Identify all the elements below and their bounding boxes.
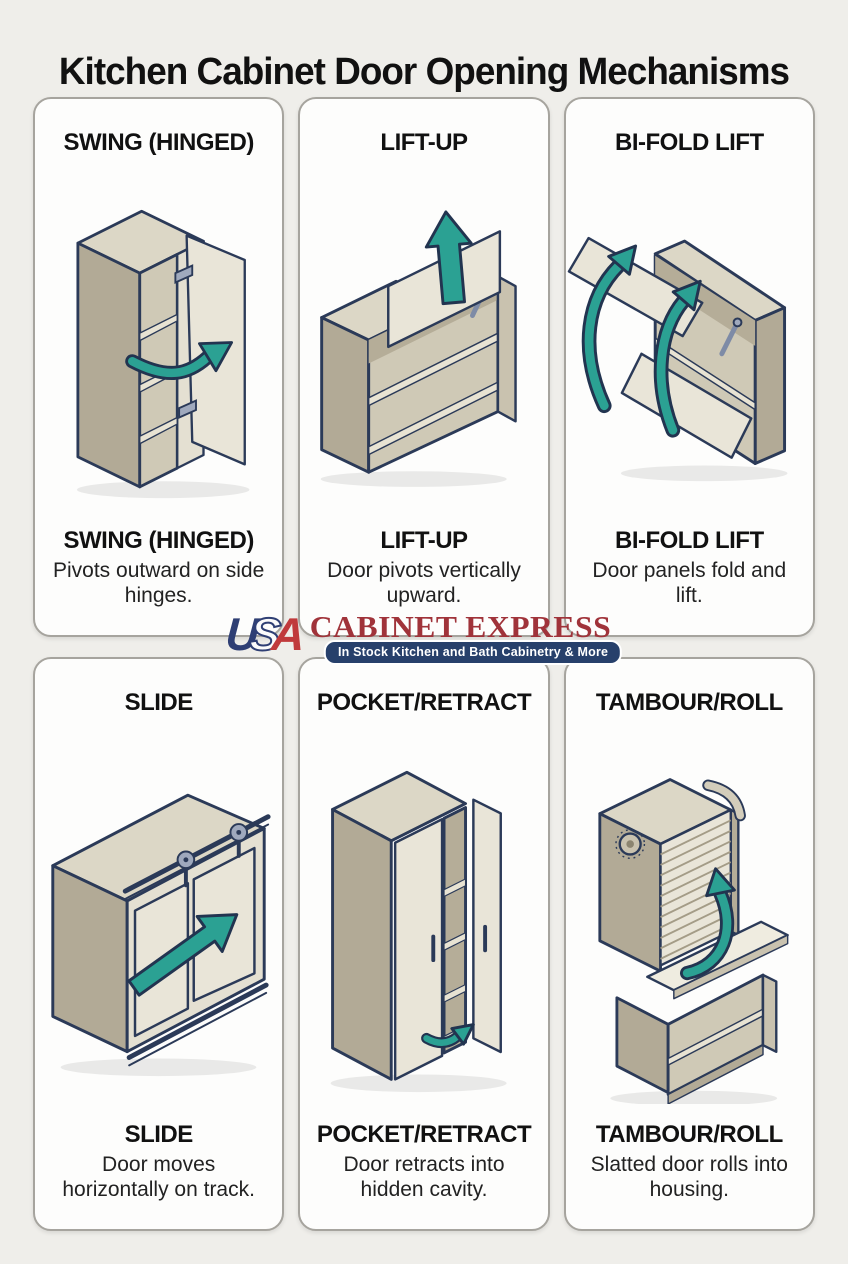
- panel-title: SWING (HINGED): [63, 527, 254, 555]
- swing-hinged-cabinet-illustration: [76, 209, 250, 498]
- panel-footer: SWING (HINGED) Pivots outward on side hi…: [50, 527, 268, 609]
- illustration-wrap: [35, 717, 282, 1121]
- panel-description: Slatted door rolls into housing.: [590, 1153, 788, 1202]
- illustration-wrap: [566, 717, 813, 1121]
- usa-letter-a: A: [269, 608, 298, 660]
- cabinet: [598, 778, 790, 1105]
- brand-name: CABINET EXPRESS: [309, 609, 612, 644]
- panel-header: SLIDE: [124, 689, 194, 716]
- panel-pocket-retract: POCKET/RETRACT: [298, 657, 550, 1231]
- tambour-roll-cabinet-illustration: [598, 778, 790, 1105]
- pocket-arrow-icon: [421, 1023, 476, 1049]
- page-title: Kitchen Cabinet Door Opening Mechanisms: [58, 51, 790, 94]
- panel-title: BI-FOLD LIFT: [614, 527, 764, 555]
- lift-up-cabinet-illustration: [320, 210, 518, 488]
- tambour-door: [659, 808, 733, 967]
- panel-description: Pivots outward on side hinges.: [53, 559, 265, 608]
- panel-description: Door panels fold and lift.: [592, 559, 787, 608]
- panel-footer: BI-FOLD LIFT Door panels fold and lift.: [580, 527, 798, 609]
- lift-up-arrow-icon: [425, 210, 474, 306]
- bi-fold-arrow-left-icon: [581, 244, 637, 414]
- illustration-wrap: [566, 157, 813, 527]
- panel-description: Door pivots vertically upward.: [327, 559, 521, 608]
- panel-title: TAMBOUR/ROLL: [595, 1121, 783, 1149]
- usa-flag-logo-icon: USA: [224, 607, 307, 661]
- cabinet: [320, 230, 518, 474]
- brand-logo: USA CABINET EXPRESS In Stock Kitchen and…: [224, 607, 623, 665]
- panel-header: SWING (HINGED): [63, 129, 255, 156]
- slide-arrow-icon: [127, 912, 239, 997]
- pocket-retract-cabinet-illustration: [331, 771, 508, 1093]
- cabinet: [331, 771, 503, 1082]
- panel-title: SLIDE: [124, 1121, 194, 1149]
- illustration-wrap: [300, 157, 547, 527]
- bi-fold-lift-cabinet-illustration: [567, 237, 788, 482]
- panel-header: BI-FOLD LIFT: [615, 129, 764, 156]
- bi-fold-arrow-right-icon: [653, 280, 702, 438]
- brand-tagline: In Stock Kitchen and Bath Cabinetry & Mo…: [323, 640, 623, 665]
- panel-title: LIFT-UP: [380, 527, 468, 555]
- brand-text-block: CABINET EXPRESS In Stock Kitchen and Bat…: [309, 609, 623, 665]
- sliding-door-cabinet-illustration: [51, 793, 271, 1076]
- cabinet: [51, 793, 271, 1067]
- panel-grid: SWING (HINGED): [33, 97, 815, 1231]
- panel-swing-hinged: SWING (HINGED): [33, 97, 285, 637]
- illustration-wrap: [300, 717, 547, 1121]
- panel-header: LIFT-UP: [380, 129, 468, 156]
- panel-header: TAMBOUR/ROLL: [595, 689, 783, 716]
- tambour-arrow-icon: [680, 867, 737, 981]
- panel-footer: LIFT-UP Door pivots vertically upward.: [315, 527, 533, 609]
- panel-slide: SLIDE: [33, 657, 285, 1231]
- illustration-wrap: [35, 157, 282, 527]
- panel-tambour-roll: TAMBOUR/ROLL: [563, 657, 815, 1231]
- panel-footer: SLIDE Door moves horizontally on track.: [50, 1121, 268, 1203]
- panel-description: Door moves horizontally on track.: [62, 1153, 255, 1202]
- panel-footer: TAMBOUR/ROLL Slatted door rolls into hou…: [580, 1121, 798, 1203]
- swing-arrow-icon: [125, 340, 234, 380]
- panel-footer: POCKET/RETRACT Door retracts into hidden…: [315, 1121, 533, 1203]
- panel-description: Door retracts into hidden cavity.: [343, 1153, 505, 1202]
- panel-bi-fold-lift: BI-FOLD LIFT: [563, 97, 815, 637]
- panel-title: POCKET/RETRACT: [316, 1121, 532, 1149]
- panel-lift-up: LIFT-UP: [298, 97, 550, 637]
- panel-header: POCKET/RETRACT: [316, 689, 532, 716]
